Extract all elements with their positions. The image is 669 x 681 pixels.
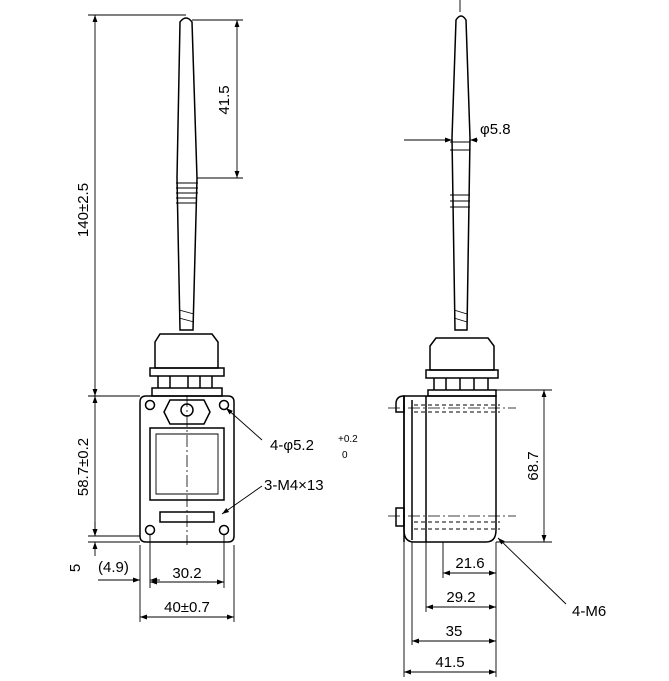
label-total-height: 140±2.5 xyxy=(75,183,92,237)
label-side-29-2: 29.2 xyxy=(446,589,475,606)
side-dimensions xyxy=(403,137,567,677)
label-side-41-5: 41.5 xyxy=(435,654,464,671)
label-body-width: 40±0.7 xyxy=(164,599,210,616)
callout-mount-holes-tol-upper: +0.2 xyxy=(338,434,358,445)
side-view: φ5.8 68.7 21.6 29.2 35 41.5 4-M6 xyxy=(388,0,606,677)
label-bottom-offset: 5 xyxy=(67,564,84,572)
side-body xyxy=(388,395,516,543)
front-head xyxy=(149,333,225,397)
label-side-35: 35 xyxy=(446,623,463,640)
front-dimensions xyxy=(88,14,263,622)
callout-mount-holes-tol-lower: 0 xyxy=(342,450,348,461)
label-side-height: 68.7 xyxy=(525,451,542,480)
front-view: 140±2.5 41.5 58.7±0.2 5 (4.9) 30.2 40±0.… xyxy=(67,14,358,622)
side-rod xyxy=(450,0,471,331)
front-rod xyxy=(176,17,198,331)
side-head xyxy=(425,337,499,397)
label-rod-taper: 41.5 xyxy=(216,85,233,114)
callout-mount-holes: 4-φ5.2 xyxy=(270,437,314,454)
front-body xyxy=(139,395,235,545)
label-rod-diameter: φ5.8 xyxy=(480,121,511,138)
label-side-21-6: 21.6 xyxy=(455,555,484,572)
label-hole-spacing: 30.2 xyxy=(172,565,201,582)
label-body-height: 58.7±0.2 xyxy=(75,438,92,496)
label-side-offset: (4.9) xyxy=(98,559,129,576)
callout-side-threads: 4-M6 xyxy=(572,603,606,620)
callout-screw-holes: 3-M4×13 xyxy=(264,477,324,494)
